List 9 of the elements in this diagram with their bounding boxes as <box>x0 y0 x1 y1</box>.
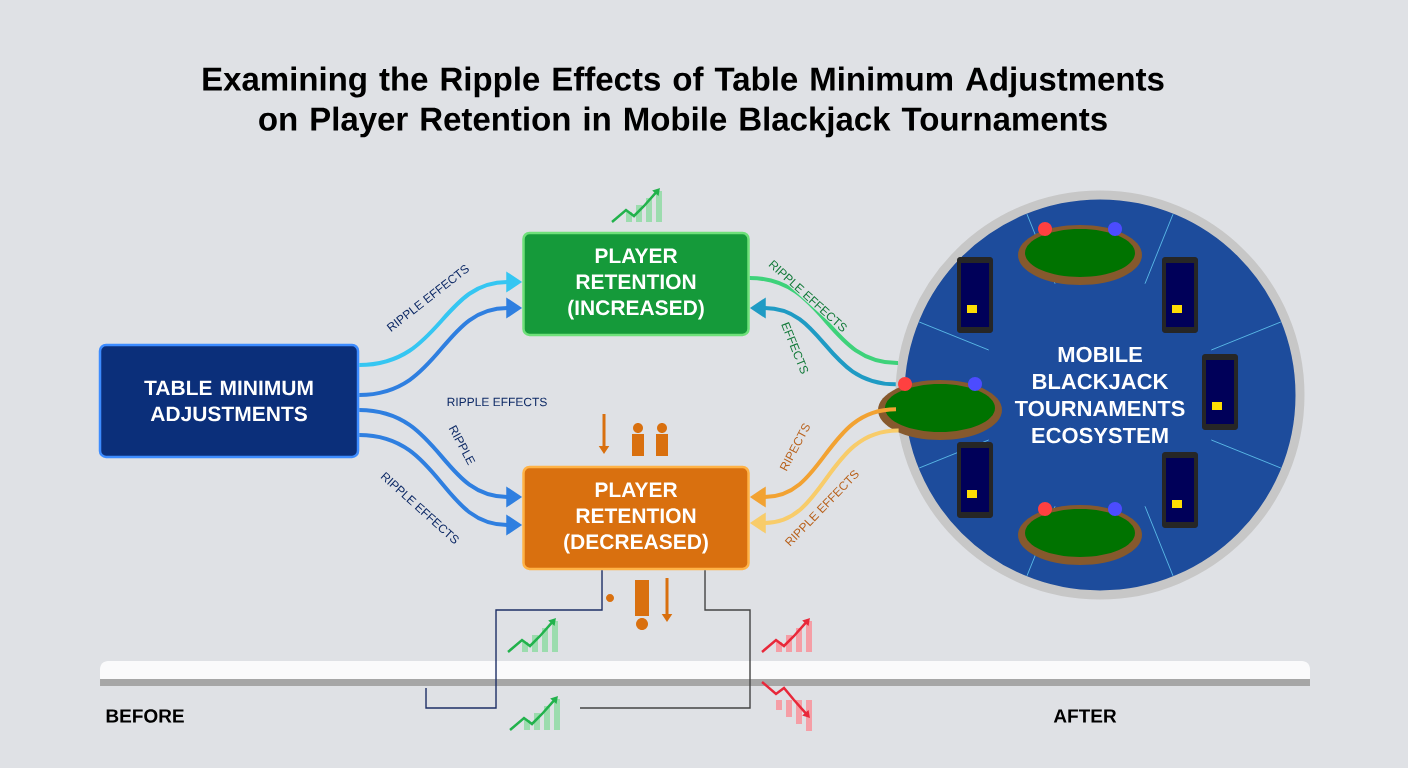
process-box: TABLE MINIMUM ADJUSTMENTS <box>98 343 360 459</box>
process-box: PLAYER RETENTION (INCREASED) <box>522 231 750 337</box>
timeline-label: AFTER <box>1053 709 1117 723</box>
connector-line <box>425 569 603 709</box>
connector-line <box>579 569 751 709</box>
title: Examining the Ripple Effects of Table Minimum Adjustments on Player Retention in Mobile Blackjack Tournaments <box>203 66 1164 138</box>
timeline-label: BEFORE <box>106 709 184 723</box>
process-box: PLAYER RETENTION (DECREASED) <box>522 465 750 571</box>
floating-label: RIPPLE EFFECTS <box>447 397 547 407</box>
